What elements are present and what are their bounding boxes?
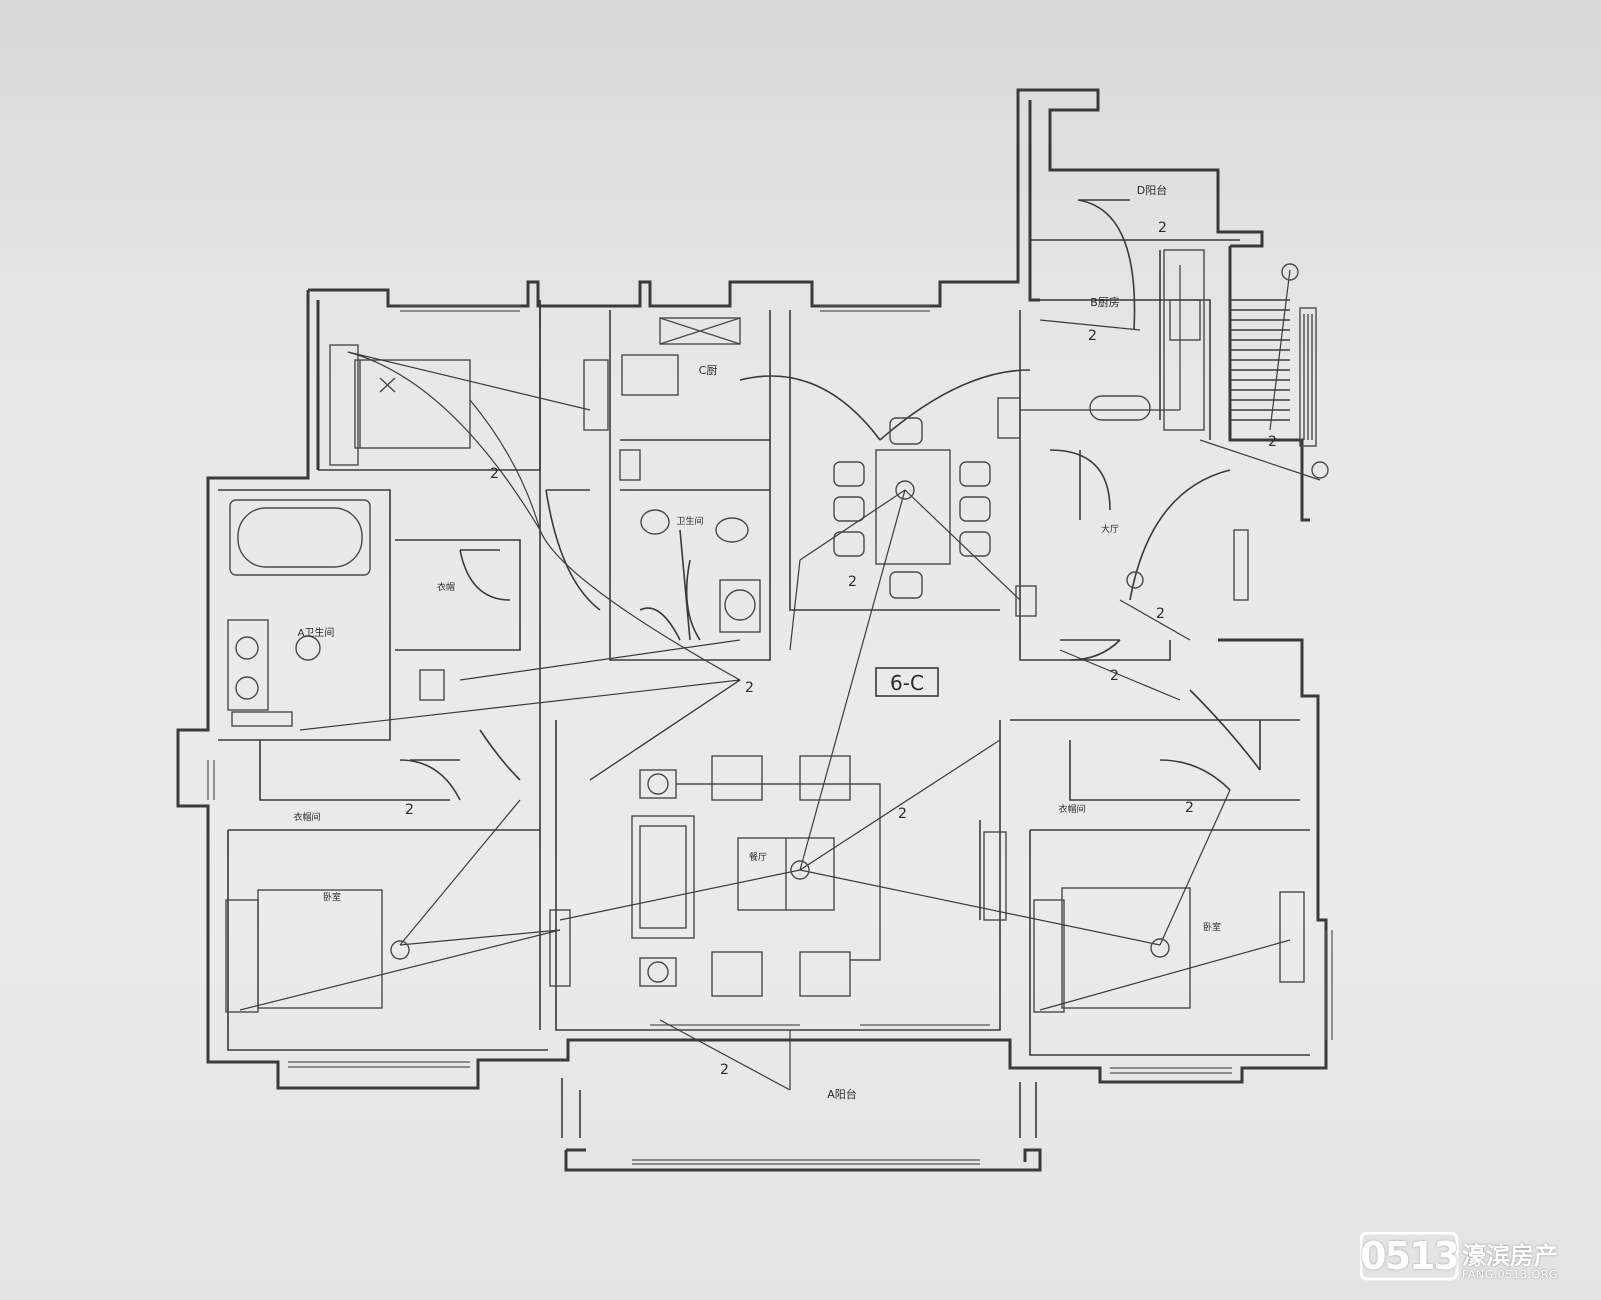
label-toilet-b: 卫生间 [676, 515, 703, 527]
label-bed-right: 卧室 [1203, 921, 1221, 933]
label-closet-right: 衣帽间 [1058, 803, 1085, 815]
furniture [225, 249, 1305, 1013]
label-balcony-a: A阳台 [827, 1087, 857, 1101]
circuit-mark: 2 [1185, 800, 1194, 816]
circuit-mark: 2 [490, 466, 499, 482]
wiring [239, 263, 1329, 1091]
label-hall: 大厅 [1101, 523, 1119, 535]
windows [207, 305, 1333, 1074]
stair [1230, 299, 1317, 447]
balcony-a-outline [561, 1078, 1042, 1172]
label-bed-left: 卧室 [323, 891, 341, 903]
label-kitchen-b: B厨房 [1090, 296, 1120, 309]
circuit-mark: 2 [1088, 328, 1097, 344]
label-closet: 衣帽 [437, 581, 455, 593]
label-balcony-d: D阳台 [1137, 183, 1167, 197]
circuit-mark: 2 [848, 574, 857, 590]
circuit-mark: 2 [405, 802, 414, 818]
label-toilet-c: C厨 [699, 364, 718, 377]
door-swings [399, 199, 1261, 801]
unit-tag: 6-C [890, 671, 924, 695]
circuit-mark: 2 [1268, 434, 1277, 450]
circuit-mark: 2 [898, 806, 907, 822]
room-labels: D阳台 B厨房 C厨 卫生间 大厅 A卫生间 衣帽 衣帽间 衣帽间 卧室 卧室 … [293, 183, 1221, 1101]
circuit-mark: 2 [745, 680, 754, 696]
label-closet-left: 衣帽间 [293, 811, 320, 823]
unit-tag-box [875, 667, 939, 697]
interior-walls [218, 239, 1310, 1056]
watermark-logo-box [1360, 1232, 1459, 1281]
watermark-url: FANG.0513.ORG [1462, 1268, 1558, 1281]
watermark-brand: 濠滨房产 [1462, 1242, 1558, 1270]
label-dining: 餐厅 [749, 851, 767, 863]
watermark-number: 0513 [1360, 1234, 1460, 1278]
circuit-mark: 2 [720, 1062, 729, 1078]
circuit-mark: 2 [1110, 668, 1119, 684]
circuit-marks: 2 2 2 2 2 2 2 2 2 2 2 2 [405, 220, 1277, 1078]
circuit-mark: 2 [1156, 606, 1165, 622]
circuit-mark: 2 [1158, 220, 1167, 236]
label-bath-a: A卫生间 [298, 626, 335, 639]
